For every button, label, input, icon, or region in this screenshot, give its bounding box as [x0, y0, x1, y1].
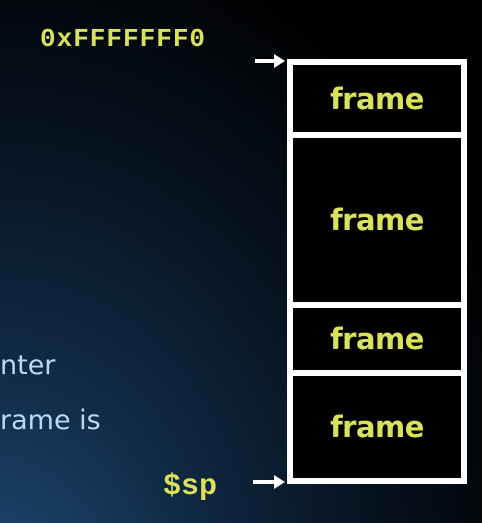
body-text-line-1: nter	[0, 350, 56, 381]
stack-diagram: frame frame frame frame	[287, 59, 467, 484]
top-address-label: 0xFFFFFFF0	[40, 24, 207, 54]
stack-frame-4: frame	[330, 410, 424, 444]
stack-pointer-arrow	[253, 475, 285, 489]
stack-frame-3: frame	[293, 308, 461, 376]
stack-pointer-label: $sp	[163, 470, 218, 504]
top-address-arrow	[255, 54, 285, 68]
stack-frame-2: frame	[293, 138, 461, 308]
stack-frame-1: frame	[293, 65, 461, 138]
body-text-line-2: rame is	[0, 405, 101, 436]
